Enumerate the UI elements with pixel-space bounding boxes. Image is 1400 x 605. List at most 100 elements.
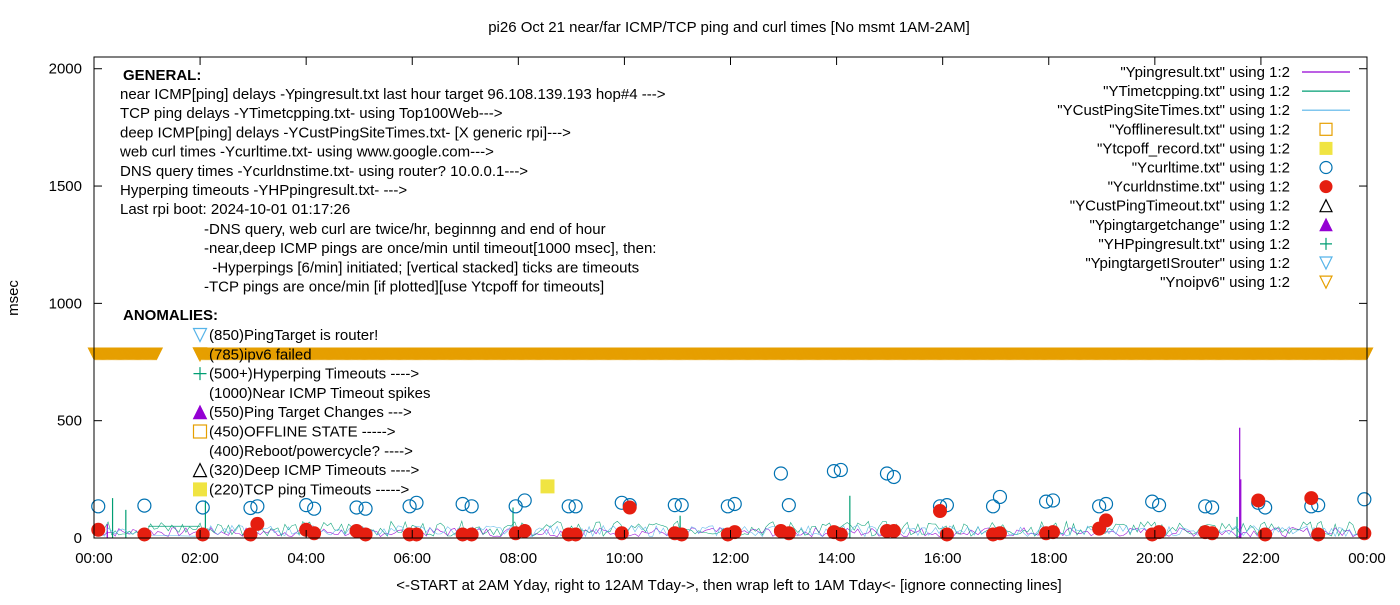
point-series-2 [540, 479, 555, 494]
legend-label: "Ypingtargetchange" using 1:2 [1089, 217, 1290, 234]
anomaly-marker [192, 404, 208, 420]
legend-key [1319, 141, 1333, 155]
data-point [886, 523, 901, 538]
data-point [1045, 493, 1061, 508]
note-line: -Hyperpings [6/min] initiated; [vertical… [204, 259, 639, 276]
x-tick-label: 16:00 [924, 550, 962, 567]
anomaly-marker [193, 482, 207, 497]
data-point [250, 516, 265, 531]
data-point [1198, 499, 1213, 514]
general-line: Hyperping timeouts -YHPpingresult.txt- -… [120, 182, 407, 199]
general-line: TCP ping delays -YTimetcpping.txt- using… [120, 105, 503, 122]
y-tick-label: 2000 [49, 61, 82, 78]
general-heading: GENERAL: [123, 67, 201, 84]
data-point [781, 498, 796, 513]
data-point [307, 526, 322, 541]
legend-key [1320, 237, 1332, 250]
note-line: -DNS query, web curl are twice/hr, begin… [204, 221, 606, 238]
chart-annotations: GENERAL: near ICMP[ping] delays -Ypingres… [119, 67, 666, 498]
general-line: Last rpi boot: 2024-10-01 01:17:26 [120, 201, 350, 218]
data-point [614, 526, 629, 541]
x-tick-label: 18:00 [1030, 550, 1068, 567]
noipv6-point [150, 347, 164, 361]
general-line: deep ICMP[ping] delays -YCustPingSiteTim… [120, 124, 571, 141]
data-point [781, 526, 796, 541]
data-point [1357, 526, 1372, 541]
data-point [243, 500, 258, 516]
data-point [1251, 493, 1266, 508]
chart-title: pi26 Oct 21 near/far ICMP/TCP ping and c… [488, 19, 970, 36]
data-point [464, 527, 479, 542]
data-point [1357, 492, 1372, 507]
data-point [1304, 491, 1319, 506]
x-tick-label: 00:00 [1348, 550, 1386, 567]
x-tick-label: 14:00 [818, 550, 856, 567]
x-tick-label: 20:00 [1136, 550, 1174, 567]
data-point [727, 496, 742, 512]
data-point [773, 466, 788, 481]
data-point [1092, 499, 1107, 514]
x-axis-label: <-START at 2AM Yday, right to 12AM Tday-… [396, 577, 1061, 594]
x-tick-label: 00:00 [75, 550, 113, 567]
data-point [250, 499, 265, 514]
legend-key [1319, 180, 1333, 194]
data-point [91, 499, 106, 514]
data-point [137, 498, 152, 513]
data-point [195, 527, 210, 542]
anomaly-line: (320)Deep ICMP Timeouts ----> [209, 462, 419, 479]
legend-label: "Ycurldnstime.txt" using 1:2 [1108, 179, 1290, 196]
data-point [409, 495, 424, 510]
data-point [568, 527, 583, 542]
data-point [727, 525, 742, 540]
x-tick-label: 22:00 [1242, 550, 1280, 567]
legend-label: "Ynoipv6" using 1:2 [1160, 274, 1290, 291]
anomaly-marker [192, 462, 208, 478]
data-point [358, 501, 373, 516]
anomaly-line: (1000)Near ICMP Timeout spikes [209, 385, 430, 402]
data-point [720, 499, 735, 514]
legend-key [1319, 198, 1333, 213]
legend-key [1319, 217, 1333, 232]
data-point [455, 496, 470, 512]
data-point [91, 522, 106, 537]
data-point [540, 479, 555, 494]
data-point [992, 526, 1007, 541]
note-line: -near,deep ICMP pings are once/min until… [204, 240, 656, 257]
x-tick-label: 10:00 [606, 550, 644, 567]
data-point [985, 499, 1001, 514]
note-line: -TCP pings are once/min [if plotted][use… [204, 279, 604, 296]
anomaly-marker [192, 347, 208, 363]
legend-key [1319, 256, 1333, 271]
data-point [622, 500, 637, 515]
data-point [1152, 525, 1167, 540]
data-point [299, 498, 314, 513]
general-line: near ICMP[ping] delays -Ypingresult.txt … [120, 86, 666, 103]
data-point [517, 493, 532, 508]
x-tick-label: 04:00 [287, 550, 325, 567]
y-tick-label: 500 [57, 413, 82, 430]
legend-label: "YHPpingresult.txt" using 1:2 [1098, 236, 1290, 253]
data-point [1311, 527, 1326, 542]
x-tick-label: 06:00 [393, 550, 431, 567]
data-point [1038, 494, 1054, 509]
legend-label: "Ytcpoff_record.txt" using 1:2 [1097, 140, 1290, 157]
data-point [826, 464, 842, 479]
data-point [933, 504, 948, 519]
anomaly-marker [193, 367, 207, 381]
y-axis-label: msec [5, 280, 22, 316]
anomaly-line: (400)Reboot/powercycle? ----> [209, 443, 413, 460]
anomaly-marker [192, 424, 208, 439]
anomaly-line: (500+)Hyperping Timeouts ----> [209, 366, 419, 383]
chart-legend: "Ypingresult.txt" using 1:2"YTimetcpping… [1057, 64, 1350, 291]
x-tick-label: 12:00 [712, 550, 750, 567]
data-point [508, 499, 523, 514]
legend-key [1319, 160, 1333, 175]
x-tick-label: 08:00 [500, 550, 538, 567]
data-point [568, 499, 583, 514]
data-point [1045, 525, 1060, 540]
legend-label: "Ypingresult.txt" using 1:2 [1120, 64, 1290, 81]
general-line: DNS query times -Ycurldnstime.txt- using… [120, 163, 528, 180]
general-line: web curl times -Ycurltime.txt- using www… [119, 144, 494, 161]
anomaly-line: (850)PingTarget is router! [209, 327, 378, 344]
